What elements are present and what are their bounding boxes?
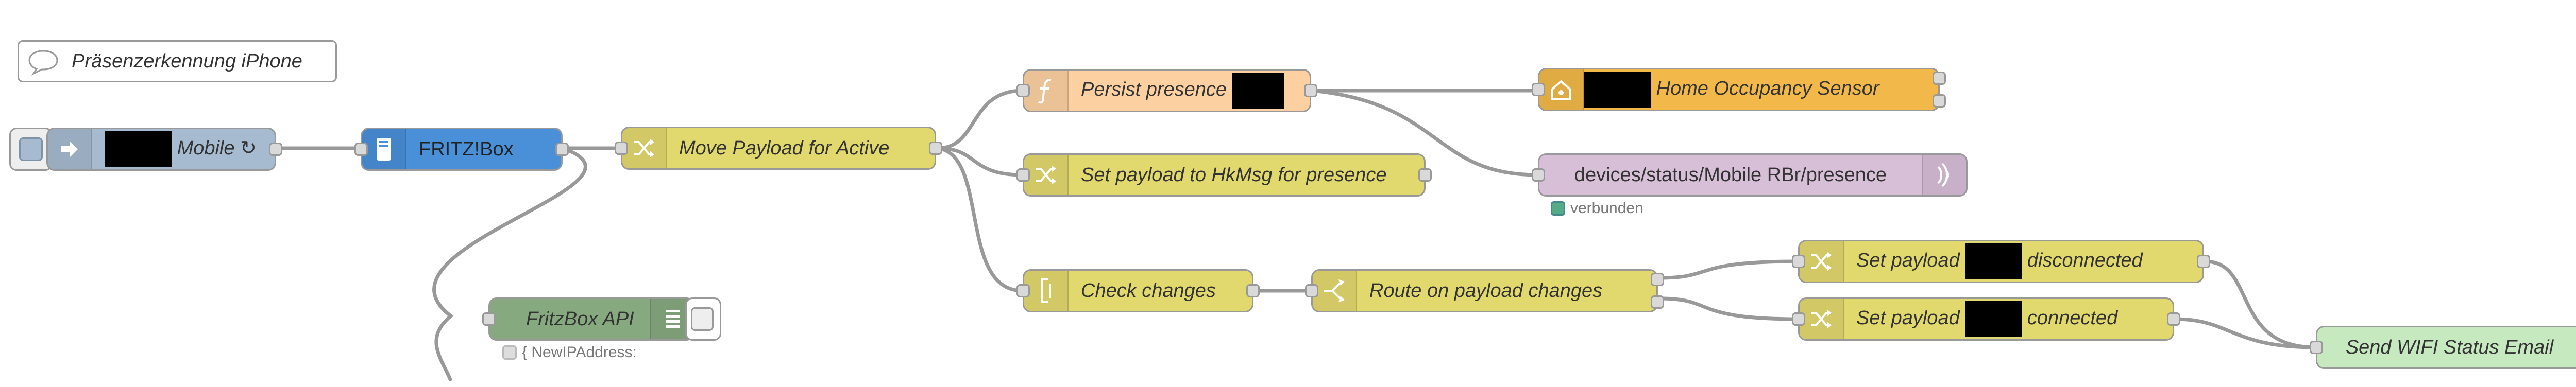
output-port[interactable] bbox=[1304, 84, 1317, 97]
output-port-1[interactable] bbox=[1651, 273, 1664, 286]
input-port[interactable] bbox=[615, 142, 628, 155]
set-disconnected-prefix: Set payload bbox=[1856, 250, 1960, 272]
redacted-block bbox=[1965, 243, 2022, 279]
persist-presence-label: Persist presence bbox=[1081, 79, 1227, 101]
output-port-1[interactable] bbox=[1933, 72, 1946, 85]
output-port-2[interactable] bbox=[1933, 94, 1946, 108]
set-payload-hkmsg-label: Set payload to HkMsg for presence bbox=[1081, 164, 1387, 186]
status-dot bbox=[1551, 201, 1565, 216]
input-port[interactable] bbox=[1016, 168, 1030, 182]
set-disconnected-node[interactable]: Set payload disconnected bbox=[1792, 240, 2210, 283]
fritzbox-node[interactable]: FRITZ!Box bbox=[354, 128, 569, 171]
bracket-icon bbox=[1024, 271, 1069, 311]
input-port[interactable] bbox=[1792, 255, 1805, 268]
router-icon bbox=[362, 129, 406, 169]
fritzbox-label: FRITZ!Box bbox=[419, 138, 514, 160]
wire bbox=[432, 146, 587, 382]
wire bbox=[937, 146, 1023, 293]
home-occupancy-node[interactable]: Home Occupancy Sensor bbox=[1532, 68, 1946, 111]
debug-toggle-button[interactable] bbox=[685, 297, 721, 341]
output-port[interactable] bbox=[1418, 168, 1432, 182]
wire bbox=[1659, 259, 1799, 280]
status-dot bbox=[502, 345, 517, 360]
comment-label: Präsenzerkennung iPhone bbox=[72, 50, 302, 72]
wire bbox=[1311, 89, 1538, 177]
status-text: { NewIPAddress: bbox=[522, 344, 637, 361]
set-disconnected-suffix: disconnected bbox=[2027, 250, 2143, 272]
set-connected-node[interactable]: Set payload connected bbox=[1792, 297, 2180, 341]
input-port[interactable] bbox=[1016, 84, 1030, 97]
redacted-block bbox=[1965, 301, 2022, 337]
home-icon bbox=[1539, 69, 1584, 110]
check-changes-node[interactable]: Check changes bbox=[1016, 269, 1260, 312]
shuffle-icon bbox=[1800, 299, 1844, 339]
persist-presence-node[interactable]: Persist presence bbox=[1016, 69, 1317, 112]
wire bbox=[937, 89, 1023, 150]
output-port[interactable] bbox=[2167, 312, 2180, 326]
set-connected-suffix: connected bbox=[2027, 307, 2118, 329]
shuffle-icon bbox=[622, 128, 667, 168]
shuffle-icon bbox=[1024, 155, 1069, 195]
comment-node[interactable]: Präsenzerkennung iPhone bbox=[18, 40, 337, 82]
check-changes-label: Check changes bbox=[1081, 279, 1216, 302]
route-payload-label: Route on payload changes bbox=[1369, 279, 1603, 302]
input-port[interactable] bbox=[1305, 284, 1318, 297]
mqtt-presence-node[interactable]: devices/status/Mobile RBr/presence bbox=[1532, 153, 1968, 197]
output-port-2[interactable] bbox=[1651, 295, 1664, 309]
set-payload-hkmsg-node[interactable]: Set payload to HkMsg for presence bbox=[1016, 153, 1432, 197]
wire bbox=[937, 146, 1023, 177]
input-port[interactable] bbox=[354, 143, 368, 156]
set-connected-prefix: Set payload bbox=[1856, 307, 1960, 329]
mobile-inject-node[interactable]: Mobile ↻ bbox=[46, 128, 282, 171]
output-port[interactable] bbox=[555, 143, 569, 156]
wifi-icon bbox=[1922, 155, 1966, 195]
mqtt-presence-label: devices/status/Mobile RBr/presence bbox=[1574, 164, 1887, 186]
redacted-block bbox=[105, 131, 172, 167]
function-icon bbox=[1024, 71, 1069, 111]
mqtt-status: verbunden bbox=[1551, 200, 1643, 217]
input-port[interactable] bbox=[1532, 83, 1545, 96]
send-email-label: Send WIFI Status Email bbox=[2345, 336, 2554, 358]
input-port[interactable] bbox=[2310, 341, 2323, 354]
move-payload-node[interactable]: Move Payload for Active bbox=[615, 127, 942, 170]
redacted-block bbox=[1232, 73, 1284, 109]
output-port[interactable] bbox=[2197, 255, 2210, 268]
route-payload-node[interactable]: Route on payload changes bbox=[1305, 269, 1664, 312]
wire bbox=[2175, 317, 2316, 349]
switch-icon bbox=[1313, 271, 1357, 311]
wire bbox=[1659, 296, 1799, 321]
input-port[interactable] bbox=[482, 312, 496, 326]
speech-bubble-icon bbox=[28, 50, 58, 76]
shuffle-icon bbox=[1800, 241, 1844, 282]
input-port[interactable] bbox=[1792, 312, 1805, 326]
output-port[interactable] bbox=[269, 143, 282, 156]
output-port[interactable] bbox=[1246, 284, 1260, 297]
home-occupancy-label: Home Occupancy Sensor bbox=[1656, 78, 1879, 100]
redacted-block bbox=[1584, 72, 1651, 108]
arrow-right-icon bbox=[48, 129, 92, 169]
status-text: verbunden bbox=[1570, 200, 1643, 217]
wire bbox=[2205, 259, 2316, 349]
input-port[interactable] bbox=[1532, 168, 1545, 182]
fritzbox-api-status: { NewIPAddress: bbox=[502, 344, 637, 361]
input-port[interactable] bbox=[1016, 284, 1030, 297]
fritzbox-api-label: FritzBox API bbox=[526, 308, 634, 330]
move-payload-label: Move Payload for Active bbox=[679, 137, 890, 159]
output-port[interactable] bbox=[929, 142, 942, 155]
mobile-inject-label: Mobile ↻ bbox=[177, 137, 257, 160]
send-email-node[interactable]: Send WIFI Status Email bbox=[2310, 326, 2576, 369]
